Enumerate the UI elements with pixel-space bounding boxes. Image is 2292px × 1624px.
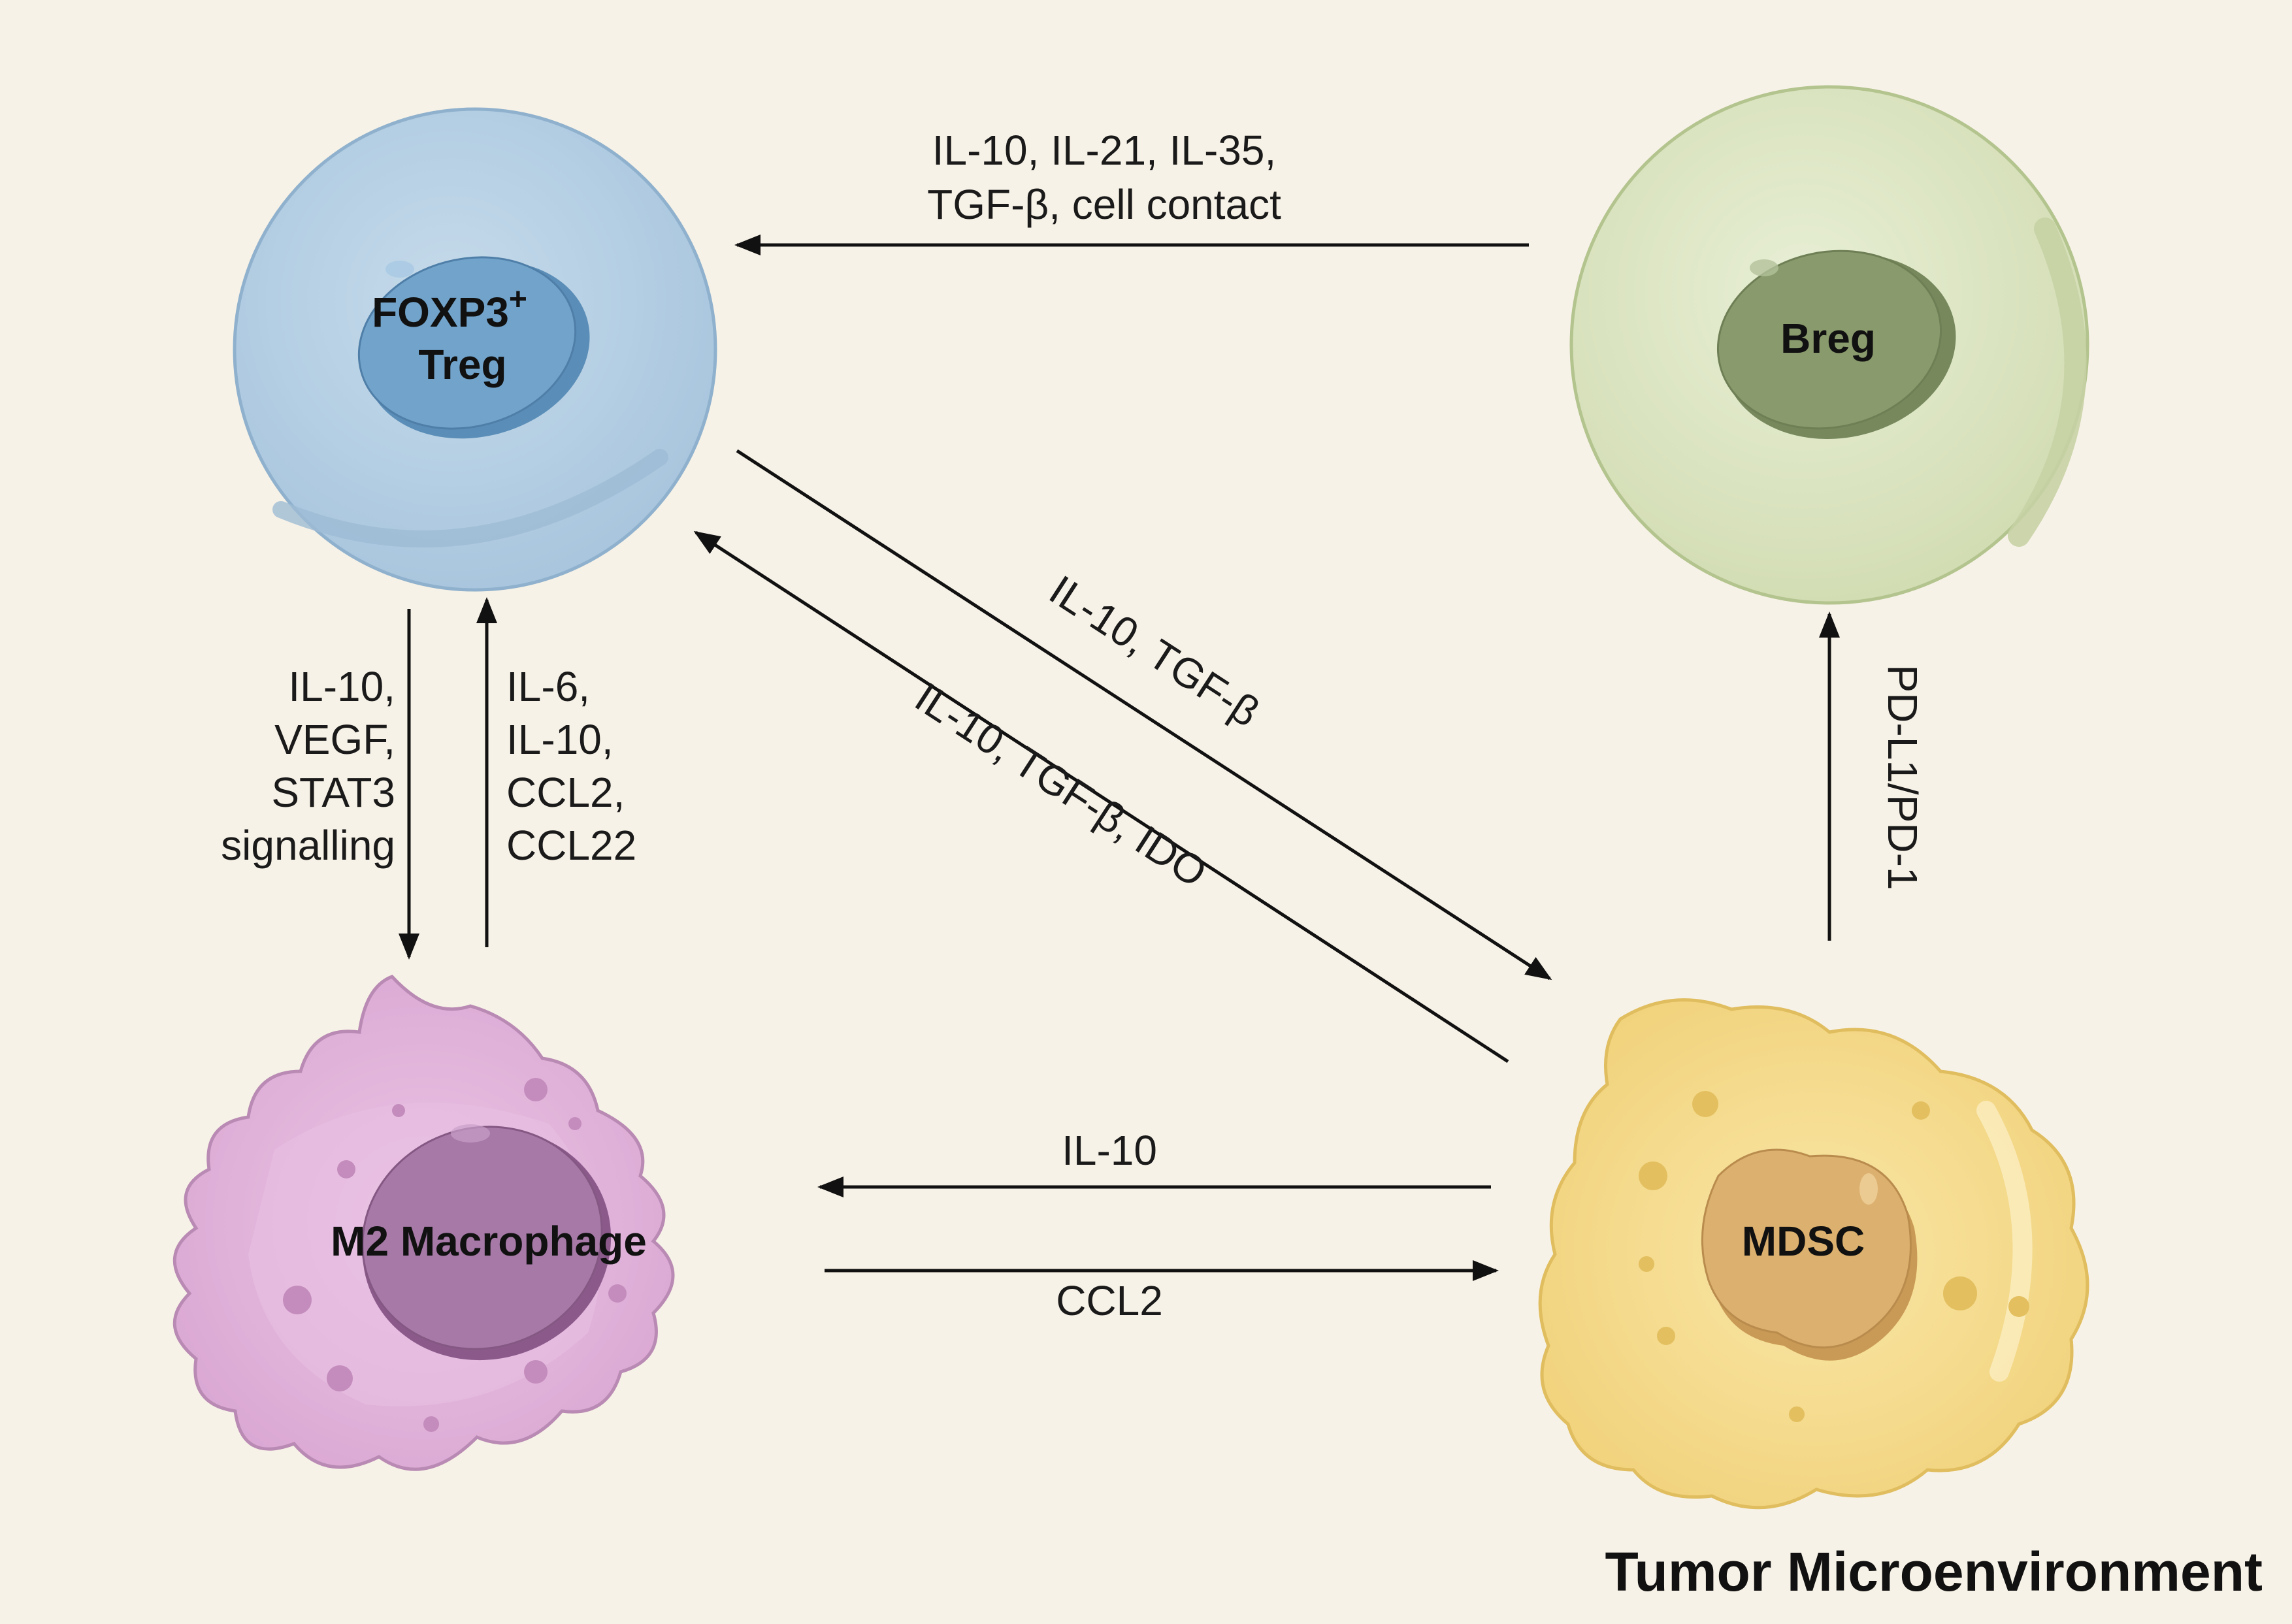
m2-granule [608,1284,627,1303]
mdsc-granule [1639,1256,1654,1272]
m2-nucleus [361,1126,603,1350]
mdsc-to-m2-label: IL-10 [1062,1127,1157,1174]
mdsc-granule [1789,1406,1805,1422]
treg-nucleus [357,256,577,430]
treg-to-mdsc-label: IL-10, TGF-β [1041,566,1268,736]
treg-cell: FOXP3+ Treg [233,107,717,592]
m2-granule [524,1360,548,1384]
treg-label-line2: Treg [418,341,506,388]
m2-granule [337,1160,355,1178]
m2-to-mdsc-label: CCL2 [1056,1277,1163,1324]
mdsc-label: MDSC [1742,1218,1865,1265]
m2-granule [392,1104,405,1117]
mdsc-nucleus-gloss [1859,1173,1878,1205]
mdsc-granule [1692,1091,1718,1117]
treg-nucleus-gloss [385,261,414,278]
arrow-treg-to-mdsc [736,449,1552,981]
m2-granule [568,1117,581,1130]
treg-to-m2-label-line4: signalling [221,822,395,869]
mdsc-granule [2008,1296,2029,1317]
mdsc-granule [1912,1101,1930,1120]
mdsc-granule [1657,1327,1675,1345]
breg-to-treg-label-line2: TGF-β, cell contact [927,181,1281,228]
mdsc-inner-highlight [1976,1101,2033,1382]
breg-to-treg-label-line1: IL-10, IL-21, IL-35, [932,127,1277,174]
breg-cell: Breg [1569,85,2089,605]
m2-to-treg-label-line1: IL-6, [506,663,590,710]
m2-granule [283,1286,312,1314]
mdsc-granule [1639,1161,1667,1190]
mdsc-nucleus [1701,1148,1912,1349]
mdsc-to-breg-label: PD-L1/PD-1 [1879,665,1926,890]
diagram-title: Tumor Microenvironment [1605,1541,2263,1602]
mdsc-granule [1943,1276,1977,1310]
m2-granule [327,1365,353,1391]
treg-to-m2-label-line2: VEGF, [274,716,395,763]
m2-granule [524,1078,548,1101]
treg-label-line1: FOXP3+ [372,282,527,336]
m2-nucleus-gloss [451,1124,490,1143]
m2-to-treg-label-line3: CCL2, [506,769,625,816]
breg-label: Breg [1780,315,1876,362]
breg-membrane-highlight [2008,218,2087,547]
mdsc-to-treg-label: IL-10, TGF-β, IDO [907,674,1215,896]
m2-granule [423,1416,439,1432]
m2-to-treg-label-line2: IL-10, [506,716,614,763]
m2-macrophage-cell: M2 Macrophage [172,975,675,1471]
treg-membrane-highlight [272,449,668,547]
treg-to-m2-label-line3: STAT3 [271,769,395,816]
breg-nucleus-gloss [1750,259,1778,276]
m2-label: M2 Macrophage [331,1218,647,1265]
m2-to-treg-label-line4: CCL22 [506,822,636,869]
mdsc-cell: MDSC [1538,998,2089,1510]
arrow-mdsc-to-treg [693,530,1509,1064]
breg-nucleus [1716,250,1942,430]
treg-to-m2-label-line1: IL-10, [288,663,395,710]
